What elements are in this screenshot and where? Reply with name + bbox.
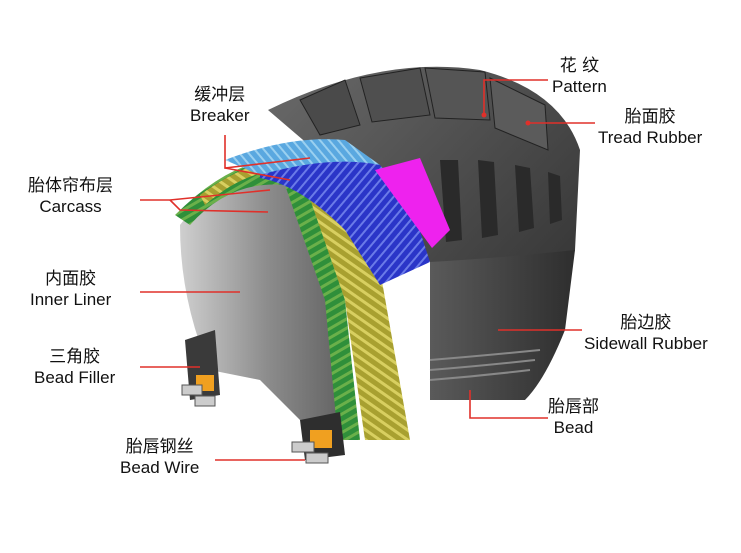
bead-core-right (310, 430, 332, 448)
sidewall-rib (429, 349, 541, 361)
label-pattern: 花 纹 Pattern (552, 56, 607, 96)
breaker-cyan-layer (225, 139, 380, 175)
magenta-band (375, 158, 450, 248)
tread-groove (515, 165, 534, 232)
sidewall-rib (429, 369, 531, 381)
bead-wire-left (181, 384, 203, 396)
label-bead-wire: 胎唇钢丝 Bead Wire (120, 437, 200, 477)
sidewall-face (430, 250, 575, 400)
sidewall-rib (429, 359, 536, 371)
label-inner-liner: 内面胶 Inner Liner (30, 269, 112, 309)
leader-dot-pattern (481, 112, 487, 118)
leader-breaker-2 (224, 167, 291, 181)
tread-block (424, 67, 491, 121)
tread-block (359, 67, 431, 123)
leader-lines (140, 79, 595, 461)
label-sidewall-rubber: 胎边胶 Sidewall Rubber (584, 313, 708, 353)
label-carcass: 胎体帘布层 Carcass (28, 176, 113, 216)
tread-groove (478, 160, 498, 238)
tread-block (299, 79, 361, 136)
bead-wire-right (305, 452, 329, 464)
label-bead-filler: 三角胶 Bead Filler (34, 347, 116, 387)
leader-pattern (483, 79, 548, 115)
leader-carcass-2 (169, 199, 269, 213)
tread-block (489, 77, 549, 151)
tread-groove (548, 172, 562, 224)
bead-wire-left (194, 395, 216, 407)
label-breaker: 缓冲层 Breaker (190, 85, 250, 125)
bead-wire-right (291, 441, 315, 453)
carcass-green-layer (175, 158, 360, 440)
label-bead: 胎唇部 Bead (548, 397, 599, 437)
label-tread-rubber: 胎面胶 Tread Rubber (598, 107, 703, 147)
leader-bead (469, 390, 548, 419)
breaker-blue-layer (260, 161, 430, 285)
leader-dot-tread (525, 120, 531, 126)
